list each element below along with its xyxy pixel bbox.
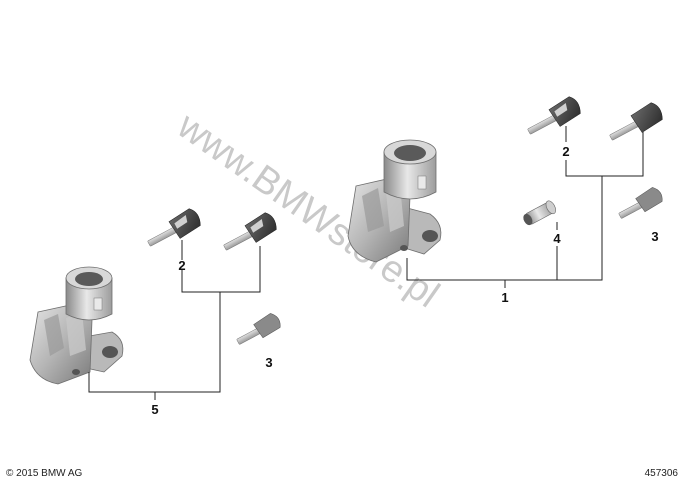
copyright-text: © 2015 BMW AG (6, 468, 83, 479)
callout-left-assembly: 5 (151, 402, 158, 417)
lock-cylinder (523, 200, 556, 226)
callout-right-lock-cylinder: 4 (553, 231, 561, 246)
ignition-lock-left (29, 266, 124, 385)
callout-left-key-single: 3 (265, 355, 272, 370)
leader-left-2 (181, 240, 261, 293)
callout-right-key-single: 3 (651, 229, 658, 244)
callout-right-key-pair: 2 (562, 144, 569, 159)
key-left-single (236, 313, 281, 345)
key-left-a (147, 208, 201, 247)
ignition-lock-right (347, 139, 442, 263)
key-right-single (618, 187, 663, 219)
leader-right-1 (406, 176, 603, 288)
leader-left-5 (88, 292, 221, 400)
key-right-b (609, 102, 663, 141)
callout-left-key-pair: 2 (178, 258, 185, 273)
key-right-a (527, 96, 581, 135)
drawing-number: 457306 (645, 468, 679, 479)
key-left-b (223, 212, 277, 251)
leader-right-2 (565, 126, 644, 177)
callout-right-assembly: 1 (501, 290, 508, 305)
